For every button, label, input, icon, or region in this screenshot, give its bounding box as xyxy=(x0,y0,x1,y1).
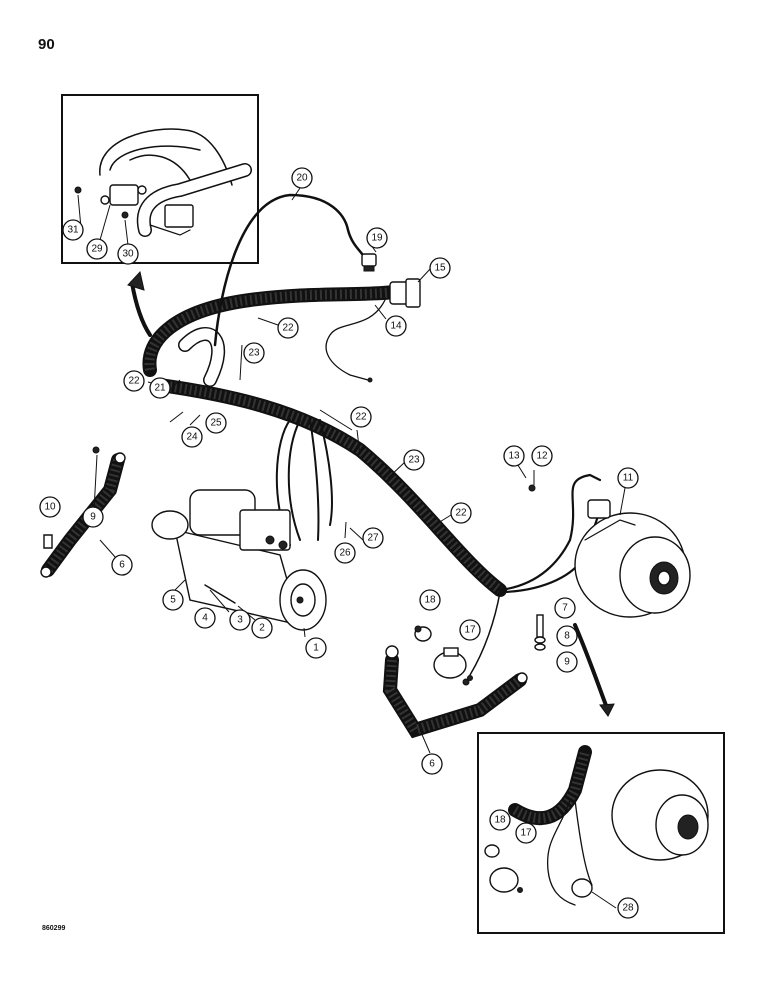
svg-text:10: 10 xyxy=(44,502,56,513)
sender-17 xyxy=(433,647,470,686)
alternator xyxy=(528,484,691,618)
callout-18: 18 xyxy=(419,589,441,611)
callout-6-bottom: 6 xyxy=(421,753,443,775)
svg-text:9: 9 xyxy=(564,657,570,668)
inset-alternator xyxy=(477,732,725,934)
callout-25: 25 xyxy=(205,412,227,434)
svg-text:7: 7 xyxy=(562,603,568,614)
callout-12: 12 xyxy=(531,445,553,467)
svg-text:28: 28 xyxy=(622,903,634,914)
svg-text:19: 19 xyxy=(371,233,383,244)
svg-text:29: 29 xyxy=(91,244,103,255)
figure-code: 860299 xyxy=(42,925,66,932)
callout-1: 1 xyxy=(305,637,327,659)
svg-text:24: 24 xyxy=(186,432,198,443)
callout-13: 13 xyxy=(503,445,525,467)
svg-text:22: 22 xyxy=(128,376,140,387)
callout-22-b: 22 xyxy=(123,370,145,392)
callout-27: 27 xyxy=(362,527,384,549)
callout-23-b: 23 xyxy=(403,449,425,471)
callout-5: 5 xyxy=(162,589,184,611)
svg-text:17: 17 xyxy=(464,625,476,636)
page-number: 90 xyxy=(38,36,55,53)
svg-text:30: 30 xyxy=(122,249,134,260)
callout-28: 28 xyxy=(617,897,639,919)
svg-text:2: 2 xyxy=(259,623,265,634)
callout-7: 7 xyxy=(554,597,576,619)
ground-cable-bottom xyxy=(382,645,528,739)
svg-text:14: 14 xyxy=(390,321,402,332)
callout-15: 15 xyxy=(429,257,451,279)
svg-text:26: 26 xyxy=(339,548,351,559)
callout-17-inset: 17 xyxy=(515,822,537,844)
callout-9-right: 9 xyxy=(556,651,578,673)
callout-29: 29 xyxy=(86,238,108,260)
svg-text:17: 17 xyxy=(520,828,532,839)
svg-text:18: 18 xyxy=(494,815,506,826)
starter-motor xyxy=(151,489,327,631)
callout-24: 24 xyxy=(181,426,203,448)
svg-text:3: 3 xyxy=(237,615,243,626)
svg-text:18: 18 xyxy=(424,595,436,606)
callout-30: 30 xyxy=(117,243,139,265)
callout-3: 3 xyxy=(229,609,251,631)
callout-9-left: 9 xyxy=(82,506,104,528)
svg-text:22: 22 xyxy=(355,412,367,423)
callout-26: 26 xyxy=(334,542,356,564)
callout-21: 21 xyxy=(149,377,171,399)
svg-text:20: 20 xyxy=(296,173,308,184)
callout-19: 19 xyxy=(366,227,388,249)
switch-18 xyxy=(414,625,432,642)
callout-8: 8 xyxy=(556,625,578,647)
callout-22-d: 22 xyxy=(450,502,472,524)
svg-text:27: 27 xyxy=(367,533,379,544)
svg-text:5: 5 xyxy=(170,595,176,606)
callout-14: 14 xyxy=(385,315,407,337)
svg-text:8: 8 xyxy=(564,631,570,642)
svg-text:12: 12 xyxy=(536,451,548,462)
svg-text:23: 23 xyxy=(408,455,420,466)
callout-6-left: 6 xyxy=(111,554,133,576)
svg-text:6: 6 xyxy=(119,560,125,571)
callout-10: 10 xyxy=(39,496,61,518)
svg-text:4: 4 xyxy=(202,613,208,624)
svg-text:1: 1 xyxy=(313,643,319,654)
callout-4: 4 xyxy=(194,607,216,629)
callout-18-inset: 18 xyxy=(489,809,511,831)
main-harness xyxy=(142,278,507,597)
callout-22-c: 22 xyxy=(350,406,372,428)
svg-text:13: 13 xyxy=(508,451,520,462)
callout-23-a: 23 xyxy=(243,342,265,364)
svg-text:9: 9 xyxy=(90,512,96,523)
callout-17: 17 xyxy=(459,619,481,641)
inset-solenoid xyxy=(61,94,259,264)
svg-text:25: 25 xyxy=(210,418,222,429)
callout-11: 11 xyxy=(617,467,639,489)
callout-31: 31 xyxy=(62,219,84,241)
svg-text:22: 22 xyxy=(282,323,294,334)
svg-text:6: 6 xyxy=(429,759,435,770)
sender-19 xyxy=(361,253,377,272)
svg-text:21: 21 xyxy=(154,383,166,394)
callout-20: 20 xyxy=(291,167,313,189)
callout-2: 2 xyxy=(251,617,273,639)
svg-text:11: 11 xyxy=(623,473,634,484)
svg-text:15: 15 xyxy=(434,263,446,274)
callout-22-a: 22 xyxy=(277,317,299,339)
svg-text:22: 22 xyxy=(455,508,467,519)
svg-text:23: 23 xyxy=(248,348,260,359)
svg-text:31: 31 xyxy=(67,225,79,236)
